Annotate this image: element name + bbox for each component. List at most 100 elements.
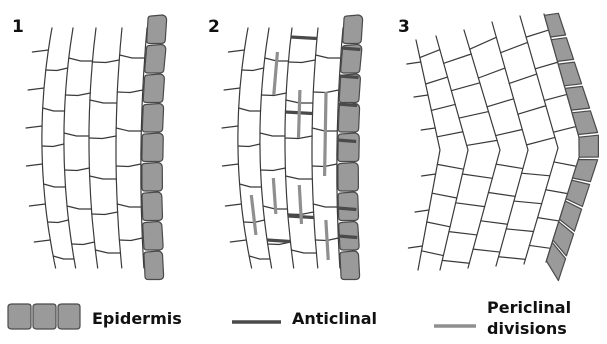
panel-3-cross-wall [496,130,523,136]
panel-1-cross-wall [64,133,89,136]
panel-3-cross-wall [421,128,435,130]
panel-3-layer-wall [464,30,500,268]
panel-2-cross-wall [286,176,313,179]
legend-anticlinal-label: Anticlinal [292,309,377,328]
panel-3-cross-wall [437,164,463,169]
panel-3-cross-wall [426,77,448,84]
panel-3-cross-wall [444,54,472,63]
panel-3-cross-wall [499,257,526,260]
legend-periclinal-label-line2: divisions [487,319,567,338]
panel-3-layer-wall [436,36,468,270]
panel-3-cross-wall [437,132,463,137]
panel-3-epidermis-cell [573,160,598,182]
periclinal-division [299,90,300,138]
panel-3-cross-wall [496,164,523,168]
panel-1-cross-wall [42,144,64,147]
legend-epidermis-label: Epidermis [92,309,182,328]
panel-1-cross-wall [26,164,42,166]
panel-3-cross-wall [501,42,528,52]
panel-3-epidermis-cell [572,111,598,135]
panel-3-cross-wall [414,95,428,97]
anticlinal-division [338,236,357,238]
panel-3-cell-layers [407,13,599,280]
panel-3-epidermis-cell [551,38,573,62]
panel-1-cross-wall [28,88,44,90]
panel-1-cross-wall [48,220,69,223]
panel-2-cross-wall [242,68,264,71]
panel-2-vertical-wall [312,28,318,268]
anticlinal-division [341,48,360,50]
panel-3-cross-wall [506,229,533,232]
panel-2-cross-wall [240,184,262,187]
panel-3-epidermis-cell [558,62,581,86]
panel-3-cross-wall [514,201,542,204]
panel-1-epidermis-cell [145,45,166,74]
panel-2-cross-wall [288,60,315,63]
panel-3-cross-wall [529,245,550,248]
panel-1-cross-wall [90,100,117,103]
periclinal-division [274,52,278,95]
panel-3-cross-wall [478,68,505,78]
panel-1-vertical-wall [89,28,98,268]
anticlinal-division [267,240,290,242]
panel-3-cross-wall [415,210,429,212]
panel-2-cross-wall [225,204,241,206]
panel-1-cross-wall [65,168,90,171]
panel-1-cross-wall [72,242,95,245]
panel-3-cross-wall [427,222,450,227]
panel-1-epidermis-cell [143,74,164,103]
panel-1-cross-wall [116,164,141,167]
panel-1-cell-walls [26,28,147,268]
panel-1-epidermis-cell [142,133,163,162]
panel-1-epidermis-cell [142,192,162,221]
panel-1-cross-wall [67,206,92,209]
panel-3-cross-wall [420,50,440,58]
panel-2-cross-wall [291,250,316,253]
panel-1-cross-wall [117,204,141,207]
panel-3-cross-wall [538,218,559,221]
panel-2-cross-wall [249,256,270,259]
panel-3-epidermis-cell [565,86,590,110]
panel-2-cross-wall [230,240,246,242]
panel-1-cross-wall [119,238,142,241]
periclinal-division [251,195,256,235]
panel-1-cross-wall [53,256,74,259]
panel-3-epidermis-cell [579,135,599,157]
panel-3-cross-wall [432,193,457,198]
legend-periclinal-label-line1: Periclinal [487,298,571,317]
panel-3-epidermis [544,13,598,280]
panel-1-cross-wall [69,58,93,61]
panel-1-cross-wall [95,250,120,253]
panel-3-number: 3 [398,17,410,37]
panel-3-cross-wall [526,30,548,37]
legend: Epidermis Anticlinal Periclinal division… [8,298,571,338]
anticlinal-division [340,76,359,78]
periclinal-division [325,92,326,176]
periclinal-division [299,185,301,224]
periclinal-division [326,220,328,260]
anticlinal-division [337,208,356,210]
panel-1-cross-wall [34,240,50,242]
panel-2-vertical-wall [285,28,294,268]
legend-epidermis-swatch [8,304,80,329]
panel-3-cross-wall [544,94,566,100]
panel-3-cross-wall [451,83,479,91]
panel-3-cross-wall [408,246,422,248]
panel-2-cross-wall [316,55,341,58]
panel-1-epidermis [142,15,167,280]
panel-1-cross-wall [29,204,45,206]
panel-2-vertical-wall [260,28,272,268]
panel-3-cross-wall [481,221,508,224]
panel-1-cross-wall [43,108,65,111]
panel-3-cross-wall [456,203,485,207]
anticlinal-division [338,104,357,106]
panel-1-epidermis-cell [142,163,163,192]
panel-3-cross-wall [546,190,568,194]
panel-2-cross-wall [260,133,285,136]
panel-1-cross-wall [90,176,117,179]
panel-3-cross-wall [422,251,444,256]
panel-2-cross-wall [224,88,240,90]
panel-3-cross-wall [407,62,421,64]
panel-1-vertical-wall [116,28,122,268]
anticlinal-division [291,37,317,39]
